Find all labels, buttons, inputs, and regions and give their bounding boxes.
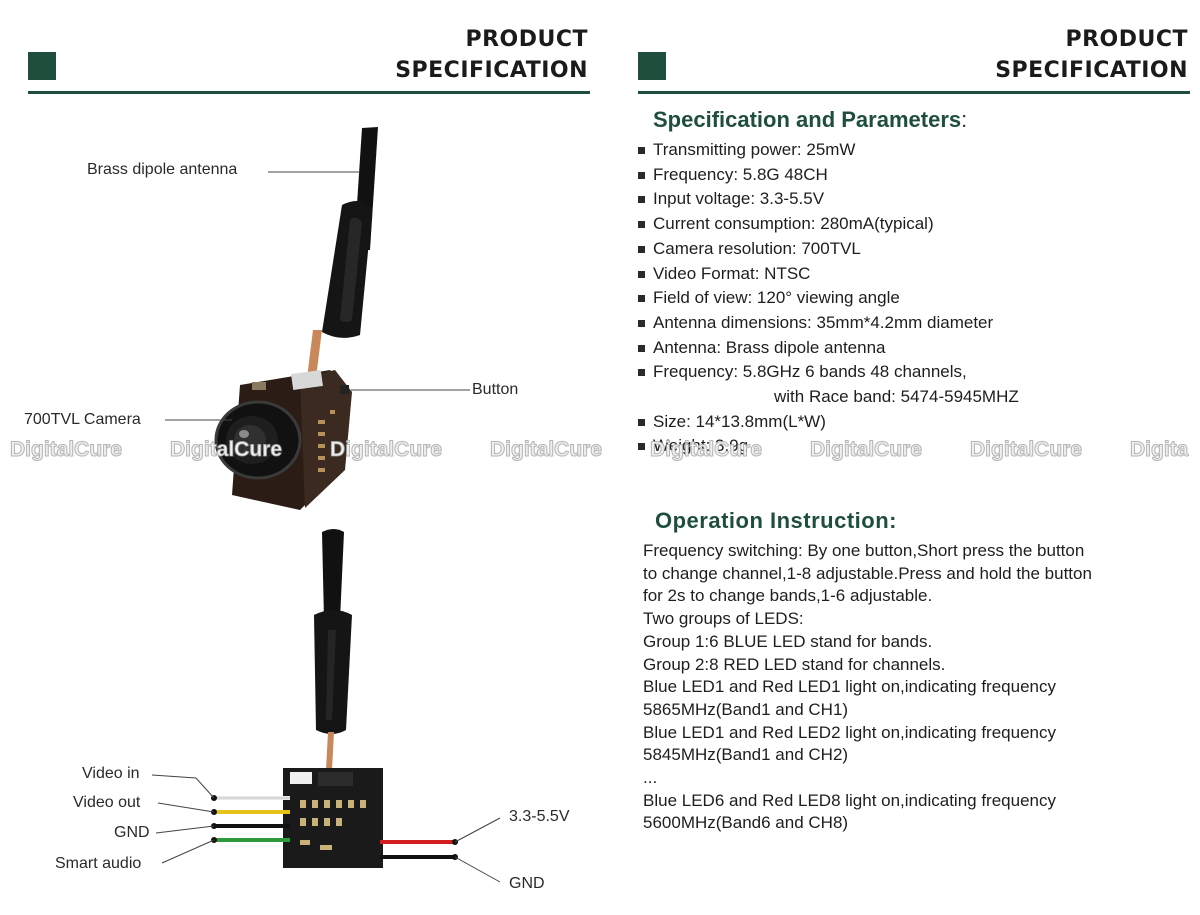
operation-line: Blue LED1 and Red LED1 light on,indicati…	[643, 677, 1056, 697]
page-title-right: PRODUCT SPECIFICATION	[995, 24, 1188, 86]
operation-line: Blue LED6 and Red LED8 light on,indicati…	[643, 790, 1056, 810]
operation-line: Blue LED1 and Red LED2 light on,indicati…	[643, 722, 1056, 742]
spec-item: Transmitting power: 25mW	[636, 138, 1186, 163]
label-smart-audio: Smart audio	[55, 855, 142, 872]
operation-line: Group 2:8 RED LED stand for channels.	[643, 654, 946, 674]
header-rule-left	[28, 91, 590, 94]
spec-item: Current consumption: 280mA(typical)	[636, 212, 1186, 237]
operation-line: ...	[643, 768, 658, 788]
specs-heading-colon: :	[961, 107, 968, 132]
operation-line: to change channel,1-8 adjustable.Press a…	[643, 563, 1092, 583]
camera-illustration	[151, 127, 501, 883]
antenna-lower-sleeve	[314, 610, 352, 734]
label-gnd-left: GND	[114, 824, 150, 841]
left-panel: PRODUCT SPECIFICATION	[24, 24, 590, 892]
specs-heading: Specification and Parameters:	[653, 107, 967, 133]
page-title-left: PRODUCT SPECIFICATION	[395, 24, 588, 86]
header-square-right	[638, 52, 666, 80]
label-gnd-right: GND	[509, 875, 545, 892]
header-square-left	[28, 52, 56, 80]
brass-coax-lower	[326, 732, 334, 770]
label-antenna: Brass dipole antenna	[87, 161, 238, 178]
operation-line: Frequency switching: By one button,Short…	[643, 541, 1085, 560]
specs-list: Transmitting power: 25mW Frequency: 5.8G…	[636, 138, 1186, 459]
label-video-in: Video in	[82, 765, 140, 782]
operation-line: 5600MHz(Band6 and CH8)	[643, 813, 849, 833]
label-camera: 700TVL Camera	[24, 411, 141, 428]
operation-line: 5845MHz(Band1 and CH2)	[643, 745, 849, 765]
spec-item: Weight: 3.9g	[636, 434, 1186, 459]
spec-item: Camera resolution: 700TVL	[636, 237, 1186, 262]
right-panel: PRODUCT SPECIFICATION Specification and …	[600, 0, 1200, 915]
operation-line: 5865MHz(Band1 and CH1)	[643, 699, 849, 719]
operation-text: Frequency switching: By one button,Short…	[643, 540, 1193, 835]
spec-item: Size: 14*13.8mm(L*W)	[636, 410, 1186, 435]
button-part	[340, 385, 349, 394]
label-voltage: 3.3-5.5V	[509, 808, 570, 825]
label-video-out: Video out	[73, 794, 141, 811]
header-rule-right	[638, 91, 1190, 94]
antenna-lower-tip	[322, 529, 344, 620]
spec-item: Antenna dimensions: 35mm*4.2mm diameter	[636, 311, 1186, 336]
label-button: Button	[472, 381, 519, 398]
title-line2-right: SPECIFICATION	[995, 58, 1188, 83]
spec-item: Frequency: 5.8G 48CH	[636, 163, 1186, 188]
spec-item: Field of view: 120° viewing angle	[636, 286, 1186, 311]
spec-item: Antenna: Brass dipole antenna	[636, 336, 1186, 361]
spec-item: Video Format: NTSC	[636, 262, 1186, 287]
title-line1-left: PRODUCT	[465, 27, 588, 52]
spec-item: Frequency: 5.8GHz 6 bands 48 channels,wi…	[636, 360, 1186, 409]
spec-item: Input voltage: 3.3-5.5V	[636, 187, 1186, 212]
operation-line: Group 1:6 BLUE LED stand for bands.	[643, 631, 933, 651]
spec-item-continuation: with Race band: 5474-5945MHZ	[774, 387, 1019, 407]
operation-line: Two groups of LEDS:	[643, 609, 804, 629]
operation-heading: Operation Instruction:	[655, 508, 897, 533]
brass-coax	[307, 330, 322, 378]
title-line1-right: PRODUCT	[1065, 27, 1188, 52]
operation-line: for 2s to change bands,1-6 adjustable.	[643, 586, 933, 606]
specs-heading-text: Specification and Parameters	[653, 107, 962, 132]
title-line2-left: SPECIFICATION	[395, 58, 588, 83]
